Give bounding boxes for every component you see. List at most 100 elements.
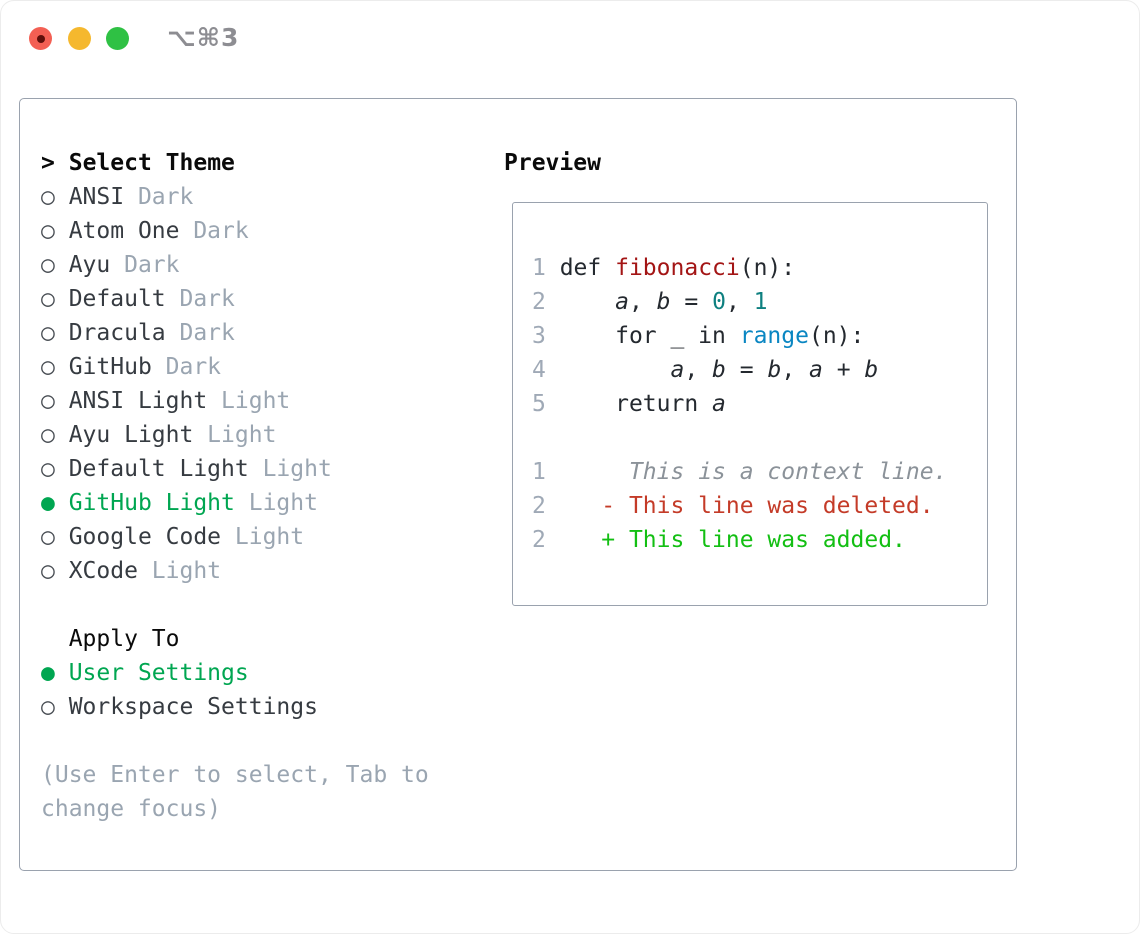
theme-variant-label: Dark: [179, 218, 249, 244]
apply-option-label: User Settings: [68, 660, 249, 686]
theme-option-ansi[interactable]: ○ ANSI Dark: [41, 180, 332, 214]
theme-option-label: Ayu: [68, 252, 111, 278]
keyboard-hint: (Use Enter to select, Tab to change focu…: [41, 758, 429, 826]
theme-option-default[interactable]: ○ Default Dark: [41, 282, 332, 316]
theme-option-label: Default Light: [68, 456, 249, 482]
theme-variant-label: Dark: [151, 354, 222, 380]
code-segment-pl: [546, 527, 601, 553]
code-segment-pl: [546, 289, 615, 315]
code-segment-pl: =: [670, 289, 713, 315]
theme-picker-panel: > Select Theme ○ ANSI Dark○ Atom One Dar…: [19, 98, 1017, 871]
code-segment-it: b: [712, 357, 726, 383]
radio-unselected-icon: ○: [41, 286, 69, 312]
theme-option-xcode[interactable]: ○ XCode Light: [41, 554, 332, 588]
theme-variant-label: Light: [207, 388, 291, 414]
theme-variant-label: Dark: [165, 320, 235, 346]
code-segment-pl: for _ in: [545, 323, 740, 349]
radio-unselected-icon: ○: [41, 388, 69, 414]
radio-unselected-icon: ○: [41, 218, 69, 244]
code-line: 1 This is a context line.: [532, 455, 947, 489]
code-segment-add: + This line was added.: [601, 527, 906, 553]
theme-variant-label: Dark: [124, 184, 194, 210]
theme-option-label: GitHub: [68, 354, 152, 380]
theme-option-label: Dracula: [68, 320, 166, 346]
code-segment-pl: +: [822, 357, 865, 383]
code-segment-pl: =: [725, 357, 768, 383]
radio-unselected-icon: ○: [41, 184, 69, 210]
code-segment-ln: 2: [532, 527, 546, 553]
apply-option-user-settings[interactable]: ● User Settings: [41, 656, 318, 690]
theme-option-dracula[interactable]: ○ Dracula Dark: [41, 316, 332, 350]
code-line: 5 return a: [532, 387, 947, 421]
radio-unselected-icon: ○: [41, 524, 69, 550]
code-segment-ln: 3: [532, 323, 546, 349]
theme-variant-label: Light: [221, 524, 305, 550]
radio-unselected-icon: ○: [41, 558, 69, 584]
code-segment-pl: ,: [628, 289, 657, 315]
code-line: 3 for _ in range(n):: [532, 319, 947, 353]
code-segment-nm: 1: [753, 289, 768, 315]
code-segment-fn: fibonacci: [615, 255, 740, 281]
code-segment-pl: ,: [725, 289, 754, 315]
apply-option-label: Workspace Settings: [68, 694, 318, 720]
code-segment-ln: 2: [532, 493, 546, 519]
theme-option-label: Default: [68, 286, 166, 312]
code-segment-pl: (n):: [808, 323, 865, 349]
code-segment-pl: [546, 357, 671, 383]
code-segment-pl: [546, 493, 601, 519]
zoom-button[interactable]: [106, 27, 129, 50]
code-segment-ln: 5: [532, 391, 546, 417]
hint-line-2: change focus): [41, 796, 222, 822]
radio-unselected-icon: ○: [41, 422, 69, 448]
theme-option-ayu[interactable]: ○ Ayu Dark: [41, 248, 332, 282]
theme-option-ayu-light[interactable]: ○ Ayu Light Light: [41, 418, 332, 452]
apply-option-workspace-settings[interactable]: ○ Workspace Settings: [41, 690, 318, 724]
code-line: 4 a, b = b, a + b: [532, 353, 947, 387]
theme-option-ansi-light[interactable]: ○ ANSI Light Light: [41, 384, 332, 418]
minimize-button[interactable]: [68, 27, 91, 50]
code-segment-bi: range: [739, 323, 809, 349]
theme-list-header: Select Theme: [68, 150, 235, 176]
code-segment-it: b: [767, 357, 782, 383]
theme-option-github-light[interactable]: ● GitHub Light Light: [41, 486, 332, 520]
code-segment-it: b: [864, 357, 879, 383]
code-line: [532, 421, 947, 455]
theme-list: > Select Theme ○ ANSI Dark○ Atom One Dar…: [41, 146, 332, 588]
code-segment-it: b: [656, 289, 671, 315]
theme-option-github[interactable]: ○ GitHub Dark: [41, 350, 332, 384]
theme-variant-label: Dark: [165, 286, 235, 312]
radio-unselected-icon: ○: [41, 354, 69, 380]
code-segment-ln: 1: [532, 459, 546, 485]
preview-header: Preview: [504, 150, 601, 176]
code-segment-it: a: [670, 357, 685, 383]
window-title: ⌥⌘3: [167, 23, 240, 52]
code-line: 2 a, b = 0, 1: [532, 285, 947, 319]
theme-option-label: Google Code: [68, 524, 222, 550]
code-segment-pl: (n):: [739, 255, 796, 281]
code-segment-it: a: [712, 391, 726, 417]
theme-option-atom-one[interactable]: ○ Atom One Dark: [41, 214, 332, 248]
code-segment-pl: ,: [781, 357, 810, 383]
theme-option-google-code[interactable]: ○ Google Code Light: [41, 520, 332, 554]
close-button[interactable]: [29, 27, 52, 50]
code-segment-it: a: [809, 357, 823, 383]
radio-unselected-icon: ○: [41, 252, 69, 278]
code-segment-pl: ,: [684, 357, 713, 383]
code-segment-nm: 0: [712, 289, 726, 315]
hint-line-1: (Use Enter to select, Tab to: [41, 762, 429, 788]
theme-option-label: ANSI Light: [68, 388, 208, 414]
focus-caret-icon: >: [41, 150, 55, 176]
theme-option-label: XCode: [68, 558, 138, 584]
theme-option-label: Atom One: [68, 218, 180, 244]
radio-selected-icon: ●: [41, 660, 69, 686]
code-segment-ctx: This is a context line.: [628, 459, 948, 485]
code-segment-pl: [546, 459, 629, 485]
code-segment-del: - This line was deleted.: [601, 493, 934, 519]
theme-option-default-light[interactable]: ○ Default Light Light: [41, 452, 332, 486]
code-segment-it: a: [615, 289, 629, 315]
theme-variant-label: Light: [193, 422, 277, 448]
apply-to-header: Apply To: [68, 626, 180, 652]
